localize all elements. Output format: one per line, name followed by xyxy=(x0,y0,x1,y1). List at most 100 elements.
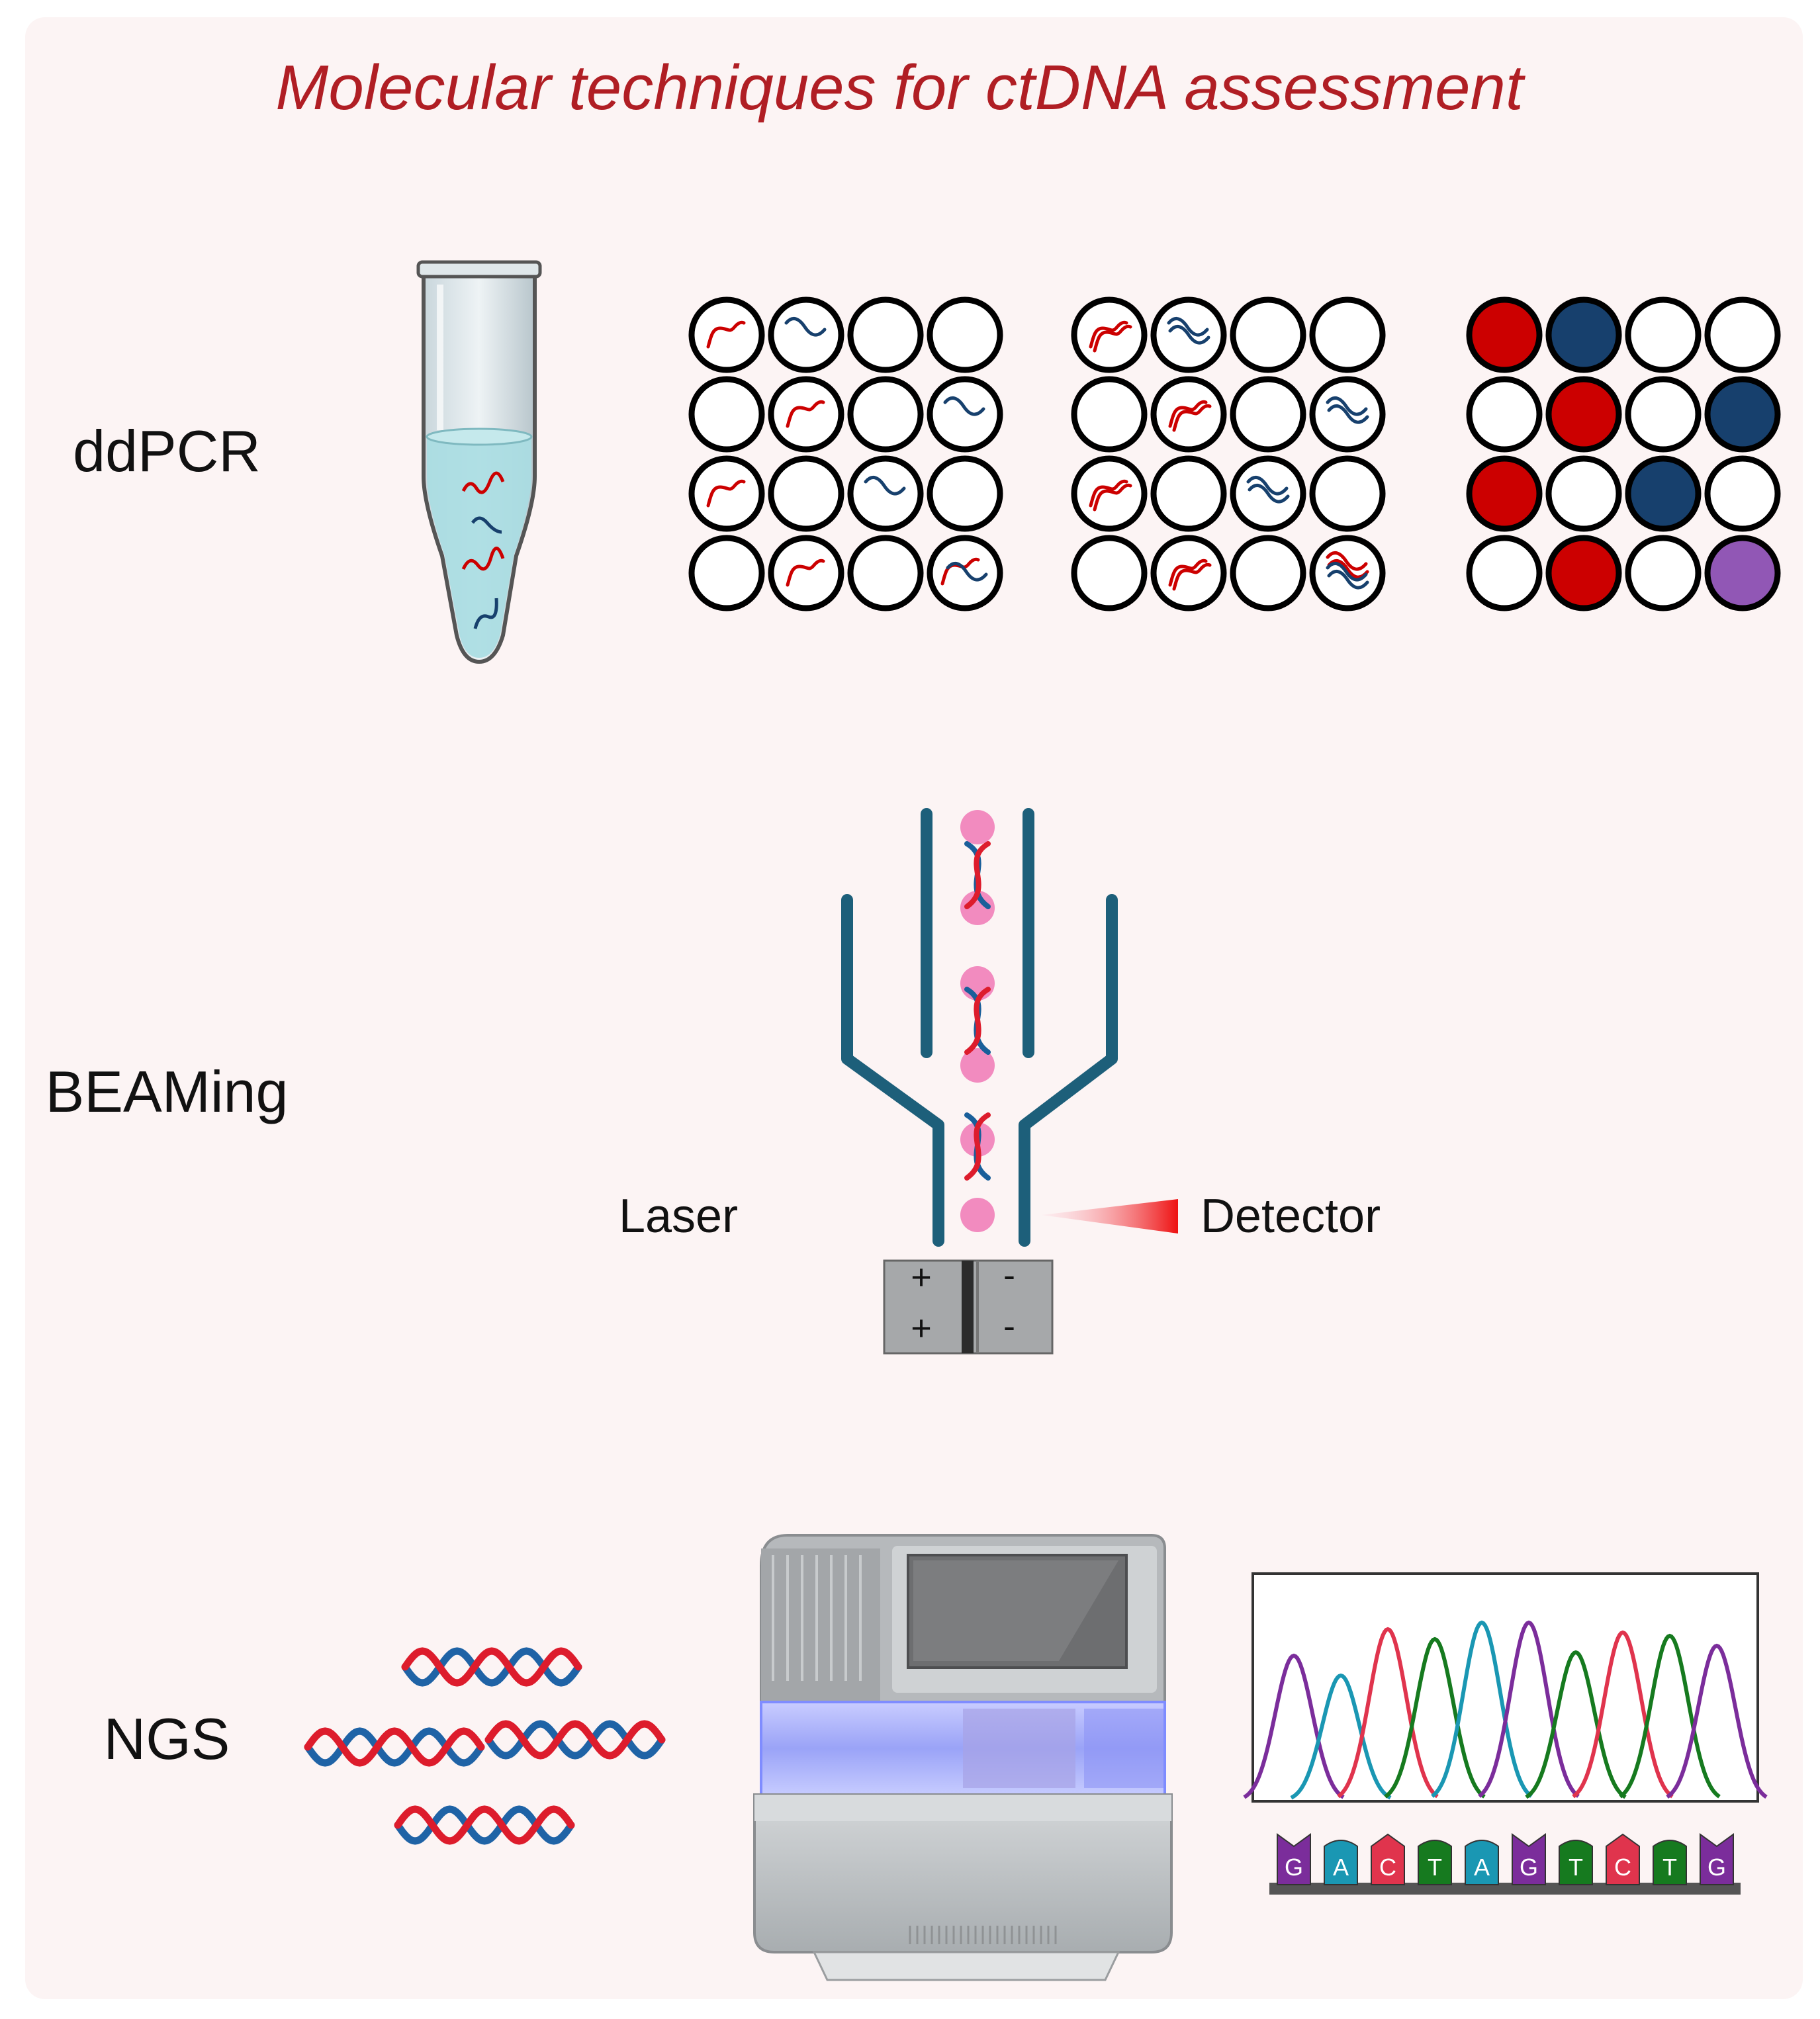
droplet xyxy=(847,535,924,611)
peak-G xyxy=(1666,1643,1768,1799)
droplet xyxy=(1309,455,1386,532)
sequence-bar xyxy=(1269,1883,1741,1895)
dna-strand xyxy=(1246,475,1289,496)
dna-strand xyxy=(864,475,906,496)
electrode-sign-left-bottom: + xyxy=(911,1308,932,1348)
dna-helix-strand xyxy=(964,987,991,1055)
base-letter: G xyxy=(1707,1854,1726,1881)
droplet xyxy=(1545,296,1622,373)
dna-strand xyxy=(784,316,827,337)
dna-strand xyxy=(1326,396,1368,416)
droplet xyxy=(847,455,924,532)
dna-strand xyxy=(1327,559,1369,579)
bead xyxy=(960,810,995,844)
peak-A xyxy=(1290,1673,1392,1800)
dna-strand xyxy=(1326,551,1368,571)
base-letter: T xyxy=(1569,1854,1583,1881)
base-letter: C xyxy=(1379,1854,1396,1881)
bead-stream xyxy=(960,810,995,1232)
bead xyxy=(960,1198,995,1232)
base-letter: G xyxy=(1520,1854,1538,1881)
droplet xyxy=(1150,455,1227,532)
sequencer-machine xyxy=(753,1534,1173,1981)
dna-strand xyxy=(1168,324,1210,345)
droplet xyxy=(768,535,844,611)
base-letter: A xyxy=(1474,1854,1490,1881)
peak-T xyxy=(1619,1633,1721,1799)
peak-G xyxy=(1478,1620,1580,1798)
dna-helix-strand xyxy=(964,1112,991,1181)
droplet xyxy=(927,296,1003,373)
dna-strand xyxy=(706,479,746,508)
droplet xyxy=(1230,535,1306,611)
droplet-grid-2 xyxy=(1071,296,1386,611)
peak-T xyxy=(1525,1650,1627,1799)
chromatogram-peaks xyxy=(1243,1620,1768,1800)
droplet xyxy=(1704,296,1781,373)
dna-strand xyxy=(786,559,825,587)
eppendorf-tube xyxy=(416,260,542,664)
dna-strand xyxy=(1093,324,1132,353)
droplet xyxy=(1071,455,1148,532)
detector-label: Detector xyxy=(1201,1190,1381,1243)
dna-strand xyxy=(1089,320,1128,349)
row-label-beaming: BEAMing xyxy=(46,1059,289,1124)
droplet xyxy=(1625,455,1702,532)
droplet xyxy=(927,376,1003,453)
helix-strand-blue xyxy=(304,1727,485,1767)
droplet xyxy=(1071,376,1148,453)
helix-strand-blue xyxy=(401,1647,582,1687)
dna-strand xyxy=(1327,404,1369,424)
bead xyxy=(960,1048,995,1083)
droplet xyxy=(1625,376,1702,453)
electrode-sign-right-top: - xyxy=(1003,1255,1015,1295)
droplet xyxy=(688,296,765,373)
droplet xyxy=(1545,455,1622,532)
peak-C xyxy=(1337,1627,1439,1799)
droplet xyxy=(927,535,1003,611)
droplet xyxy=(688,535,765,611)
base-letter: T xyxy=(1428,1854,1442,1881)
peak-G xyxy=(1243,1653,1345,1799)
droplet-grid-3 xyxy=(1466,296,1781,611)
droplet xyxy=(768,376,844,453)
base-tag: C xyxy=(1371,1833,1405,1885)
droplet xyxy=(1704,376,1781,453)
base-tag: G xyxy=(1512,1833,1546,1885)
dna-strand xyxy=(1172,562,1212,591)
droplet xyxy=(1704,535,1781,611)
droplet xyxy=(768,296,844,373)
dna-strand xyxy=(943,396,985,416)
base-letter: C xyxy=(1614,1854,1631,1881)
droplet xyxy=(1545,376,1622,453)
detector-beam xyxy=(1042,1199,1178,1234)
droplet xyxy=(927,455,1003,532)
peak-C xyxy=(1572,1630,1674,1799)
electrode-sign-left-top: + xyxy=(911,1257,932,1297)
helix-strand-red xyxy=(304,1727,485,1767)
base-tag: G xyxy=(1277,1833,1311,1885)
droplet xyxy=(1545,535,1622,611)
outer-wall-right xyxy=(1019,894,1118,1247)
outer-wall-left xyxy=(841,894,944,1247)
dna-strand xyxy=(1168,400,1208,428)
droplet xyxy=(768,455,844,532)
ddpcr-droplet-grids xyxy=(688,296,1781,611)
dna-strand xyxy=(1172,404,1212,432)
dna-fragments xyxy=(304,1647,666,1845)
helix-strand-red xyxy=(484,1720,666,1760)
droplet xyxy=(1230,376,1306,453)
droplet xyxy=(1466,376,1543,453)
base-tag: T xyxy=(1653,1840,1687,1885)
dna-strand xyxy=(1327,569,1369,590)
row-label-ddpcr: ddPCR xyxy=(73,418,261,484)
base-tag: C xyxy=(1606,1833,1640,1885)
droplet xyxy=(1466,535,1543,611)
dna-strand xyxy=(946,561,988,582)
droplet xyxy=(688,376,765,453)
base-letter: G xyxy=(1285,1854,1303,1881)
bead xyxy=(960,966,995,1001)
dna-strand xyxy=(786,400,825,428)
base-tag: A xyxy=(1465,1840,1499,1885)
